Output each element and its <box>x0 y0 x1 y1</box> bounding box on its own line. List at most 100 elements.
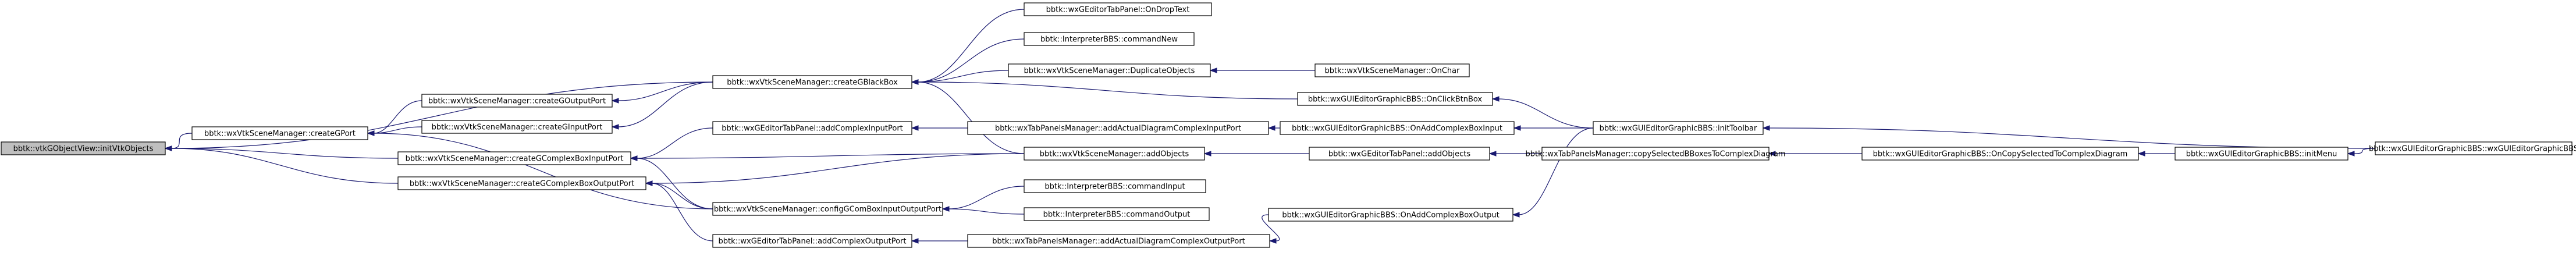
node-label: bbtk::wxVtkSceneManager::createGComplexB… <box>410 180 634 189</box>
node-n3[interactable]: bbtk::wxVtkSceneManager::createGComplexB… <box>397 176 646 190</box>
edge-n6-n5 <box>611 81 713 130</box>
node-n21[interactable]: bbtk::wxGEditorTabPanel::addObjects <box>1309 147 1490 161</box>
arrowhead-icon <box>911 238 919 244</box>
node-n11[interactable]: bbtk::InterpreterBBS::commandNew <box>1024 32 1195 46</box>
node-box <box>1 141 166 155</box>
arrowhead-icon <box>2137 151 2145 157</box>
arrowhead-icon <box>1513 125 1521 131</box>
node-n9[interactable]: bbtk::wxGEditorTabPanel::addComplexOutpu… <box>712 234 912 248</box>
edge-line <box>651 183 713 241</box>
node-n24[interactable]: bbtk::wxTabPanelsManager::copySelectedBB… <box>1526 147 1786 161</box>
node-label: bbtk::InterpreterBBS::commandOutput <box>1043 211 1191 219</box>
node-n19[interactable]: bbtk::wxGUIEditorGraphicBBS::OnClickBtnB… <box>1297 92 1493 106</box>
node-n7[interactable]: bbtk::wxGEditorTabPanel::addComplexInput… <box>712 121 912 135</box>
node-label: bbtk::wxVtkSceneManager::OnChar <box>1325 67 1461 76</box>
node-label: bbtk::wxGEditorTabPanel::addObjects <box>1328 150 1470 159</box>
node-n27[interactable]: bbtk::wxGUIEditorGraphicBBS::wxGUIEditor… <box>2369 141 2576 155</box>
edge-n8-n3 <box>645 180 713 209</box>
edge-line <box>636 153 1025 159</box>
node-box <box>1314 63 1470 77</box>
node-n22[interactable]: bbtk::wxGUIEditorGraphicBBS::OnAddComple… <box>1268 208 1513 222</box>
node-label: bbtk::InterpreterBBS::commandNew <box>1040 35 1178 44</box>
node-label: bbtk::wxVtkSceneManager::addObjects <box>1040 150 1189 159</box>
node-box <box>397 176 646 190</box>
edge-n21-n13 <box>1203 151 1309 157</box>
node-box <box>1861 147 2139 161</box>
edge-line <box>373 100 422 134</box>
node-n0[interactable]: bbtk::vtkGObjectView::initVtkObjects <box>1 141 166 155</box>
node-n2[interactable]: bbtk::wxVtkSceneManager::createGComplexB… <box>397 151 631 165</box>
edge-line <box>617 81 713 101</box>
node-box <box>1008 63 1211 77</box>
node-n26[interactable]: bbtk::wxGUIEditorGraphicBBS::initMenu <box>2175 147 2348 161</box>
node-n16[interactable]: bbtk::InterpreterBBS::commandOutput <box>1024 207 1210 221</box>
edge-line <box>917 9 1025 83</box>
node-label: bbtk::wxVtkSceneManager::createGBlackBox <box>727 79 898 87</box>
node-label: bbtk::wxGUIEditorGraphicBBS::OnAddComple… <box>1292 125 1502 133</box>
node-n13[interactable]: bbtk::wxVtkSceneManager::addObjects <box>1024 147 1205 161</box>
arrowhead-icon <box>611 124 619 130</box>
edge-line <box>2353 148 2376 154</box>
node-box <box>1280 121 1515 135</box>
node-n18[interactable]: bbtk::wxVtkSceneManager::OnChar <box>1314 63 1470 77</box>
node-box <box>712 234 912 248</box>
node-label: bbtk::wxTabPanelsManager::addActualDiagr… <box>995 125 1241 133</box>
edge-line <box>651 153 1025 184</box>
node-label: bbtk::wxGEditorTabPanel::addComplexOutpu… <box>718 237 906 246</box>
edge-line <box>170 148 399 184</box>
node-label: bbtk::wxGUIEditorGraphicBBS::initToolbar <box>1600 125 1757 133</box>
node-n8[interactable]: bbtk::wxVtkSceneManager::configGComBoxIn… <box>712 202 943 216</box>
node-n10[interactable]: bbtk::wxGEditorTabPanel::OnDropText <box>1024 2 1212 16</box>
arrowhead-icon <box>1203 151 1211 157</box>
edge-n19-n6 <box>911 79 1298 100</box>
node-label: bbtk::wxGUIEditorGraphicBBS::OnCopySelec… <box>1873 150 2128 159</box>
arrowhead-icon <box>1491 96 1500 102</box>
node-n5[interactable]: bbtk::wxVtkSceneManager::createGInputPor… <box>421 120 613 134</box>
nodes-layer: bbtk::vtkGObjectView::initVtkObjectsbbtk… <box>1 2 2576 248</box>
node-box <box>1268 208 1513 222</box>
arrowhead-icon <box>911 79 919 85</box>
node-label: bbtk::wxVtkSceneManager::createGInputPor… <box>432 123 603 132</box>
node-label: bbtk::vtkGObjectView::initVtkObjects <box>13 145 154 154</box>
node-box <box>1297 92 1493 106</box>
node-n20[interactable]: bbtk::wxGUIEditorGraphicBBS::OnAddComple… <box>1280 121 1515 135</box>
node-label: bbtk::wxVtkSceneManager::createGOutputPo… <box>428 97 606 106</box>
node-box <box>712 75 912 89</box>
node-n1[interactable]: bbtk::wxVtkSceneManager::createGPort <box>191 126 368 140</box>
arrowhead-icon <box>630 155 638 161</box>
node-n14[interactable]: bbtk::wxTabPanelsManager::addActualDiagr… <box>967 121 1269 135</box>
edge-line <box>948 208 1025 215</box>
edge-line <box>373 133 713 209</box>
node-label: bbtk::wxTabPanelsManager::addActualDiagr… <box>992 237 1245 246</box>
edge-n16-n8 <box>941 206 1025 215</box>
edge-line <box>948 186 1025 209</box>
node-n6[interactable]: bbtk::wxVtkSceneManager::createGBlackBox <box>712 75 912 89</box>
node-label: bbtk::wxGUIEditorGraphicBBS::OnClickBtnB… <box>1308 95 1483 104</box>
node-box <box>1024 207 1210 221</box>
edge-line <box>617 81 713 127</box>
edge-n8-n1 <box>367 130 713 209</box>
node-n17[interactable]: bbtk::wxTabPanelsManager::addActualDiagr… <box>967 234 1270 248</box>
node-label: bbtk::wxVtkSceneManager::createGComplexB… <box>406 155 624 164</box>
node-box <box>712 202 943 216</box>
node-n4[interactable]: bbtk::wxVtkSceneManager::createGOutputPo… <box>421 94 613 108</box>
node-n25[interactable]: bbtk::wxGUIEditorGraphicBBS::OnCopySelec… <box>1861 147 2139 161</box>
node-label: bbtk::wxGEditorTabPanel::OnDropText <box>1046 6 1190 15</box>
arrowhead-icon <box>1267 125 1275 131</box>
arrowhead-icon <box>645 180 653 186</box>
arrowhead-icon <box>911 125 919 131</box>
edge-line <box>917 81 1298 100</box>
node-label: bbtk::wxGUIEditorGraphicBBS::wxGUIEditor… <box>2369 145 2576 154</box>
arrowhead-icon <box>1488 151 1497 157</box>
edge-line <box>917 70 1009 83</box>
edge-line <box>1262 214 1280 241</box>
node-n23[interactable]: bbtk::wxGUIEditorGraphicBBS::initToolbar <box>1593 121 1764 135</box>
node-box <box>397 151 631 165</box>
edge-n23-n19 <box>1491 96 1594 129</box>
node-n15[interactable]: bbtk::InterpreterBBS::commandInput <box>1024 179 1206 193</box>
edge-line <box>917 81 1025 154</box>
node-box <box>712 121 912 135</box>
node-n12[interactable]: bbtk::wxVtkSceneManager::DuplicateObject… <box>1008 63 1211 77</box>
edge-line <box>917 38 1025 83</box>
